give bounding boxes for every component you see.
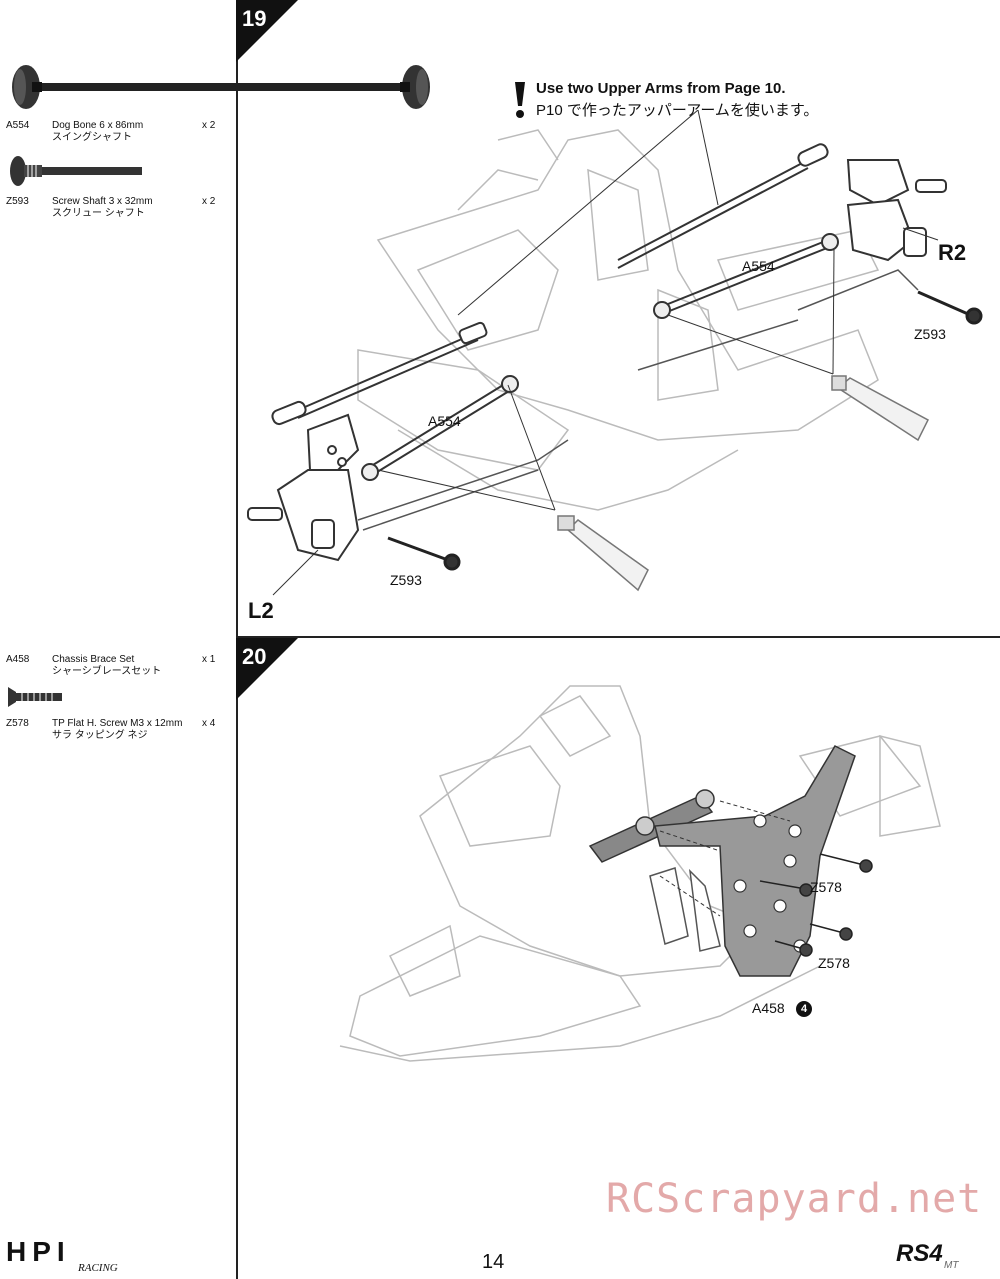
warning-icon (515, 82, 525, 118)
note-en: Use two Upper Arms from Page 10. (536, 80, 786, 97)
note-text: Use two Upper Arms from Page 10. P10 で作っ… (536, 78, 818, 122)
label-a554-top: A554 (742, 258, 775, 274)
part-name-en: Dog Bone 6 x 86mm (52, 120, 144, 131)
flat-head-screw-part-icon (8, 687, 62, 707)
label-z593-right: Z593 (914, 326, 946, 342)
part-name-en: Chassis Brace Set (52, 654, 135, 665)
label-a458: A458 (752, 1000, 785, 1016)
part-qty-a554: x 2 (202, 120, 216, 131)
label-r2: R2 (938, 240, 967, 265)
part-name-en: TP Flat H. Screw M3 x 12mm (52, 718, 183, 729)
part-name-a458: Chassis Brace Set シャーシブレースセット (52, 654, 161, 678)
hpi-logo-sub: RACING (78, 1262, 118, 1274)
label-a554-bottom: A554 (428, 413, 461, 429)
part-name-a554: Dog Bone 6 x 86mm スイングシャフト (52, 120, 143, 144)
dog-bone-part-icon (12, 65, 430, 109)
label-z593-left: Z593 (390, 572, 422, 588)
part-qty-z593: x 2 (202, 196, 216, 207)
watermark-text: RCScrapyard.net (606, 1176, 983, 1222)
part-name-z593: Screw Shaft 3 x 32mm スクリュー シャフト (52, 196, 153, 220)
part-name-jp: スイングシャフト (52, 132, 132, 143)
part-name-z578: TP Flat H. Screw M3 x 12mm サラ タッピング ネジ (52, 718, 182, 742)
step-19-number: 19 (242, 6, 267, 31)
page-number: 14 (482, 1251, 505, 1273)
step-20-tag (236, 638, 298, 700)
label-a458-badge: 4 (796, 1001, 812, 1017)
step-20-assembly-illustration (339, 685, 941, 1062)
part-name-jp: スクリュー シャフト (52, 208, 145, 219)
label-z578-top: Z578 (810, 879, 842, 895)
label-z578-bottom: Z578 (818, 955, 850, 971)
screw-shaft-part-icon (10, 156, 142, 186)
step-19-tag (236, 0, 298, 62)
part-code-a458: A458 (6, 654, 30, 665)
note-jp: P10 で作ったアッパーアームを使います。 (536, 102, 819, 119)
step-19-assembly-illustration (247, 110, 983, 596)
part-qty-a458: x 1 (202, 654, 216, 665)
rs4-logo: RS4 (896, 1240, 943, 1267)
part-code-a554: A554 (6, 120, 30, 131)
part-code-z593: Z593 (6, 196, 29, 207)
step-divider (236, 636, 1000, 638)
part-name-jp: サラ タッピング ネジ (52, 730, 148, 741)
part-name-en: Screw Shaft 3 x 32mm (52, 196, 153, 207)
part-name-jp: シャーシブレースセット (52, 666, 162, 677)
part-qty-z578: x 4 (202, 718, 216, 729)
label-l2: L2 (248, 598, 274, 623)
rs4-logo-sub: MT (944, 1260, 959, 1271)
hpi-logo: HPI (6, 1236, 71, 1267)
step-20-number: 20 (242, 644, 267, 669)
part-code-z578: Z578 (6, 718, 29, 729)
